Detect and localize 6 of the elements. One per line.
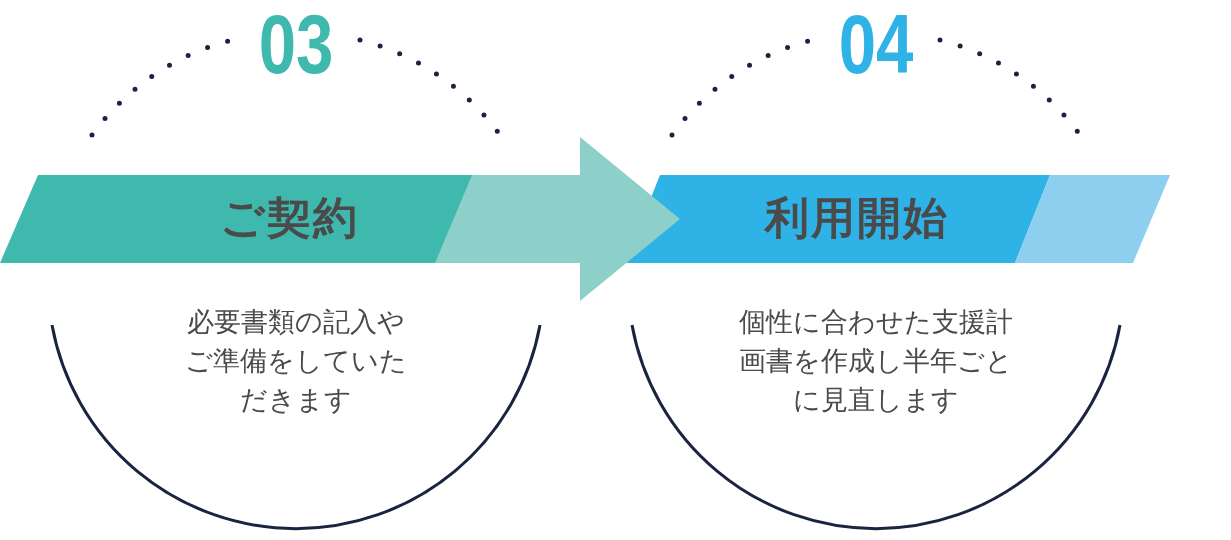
step-title: ご契約 <box>220 191 359 245</box>
step-description: 必要書類の記入やご準備をしていただきます <box>184 305 408 418</box>
arrow <box>435 137 680 301</box>
step-description: 個性に合わせた支援計画書を作成し半年ごとに見直します <box>738 305 1014 418</box>
step-number: 04 <box>837 2 915 86</box>
step-number: 03 <box>257 2 335 86</box>
